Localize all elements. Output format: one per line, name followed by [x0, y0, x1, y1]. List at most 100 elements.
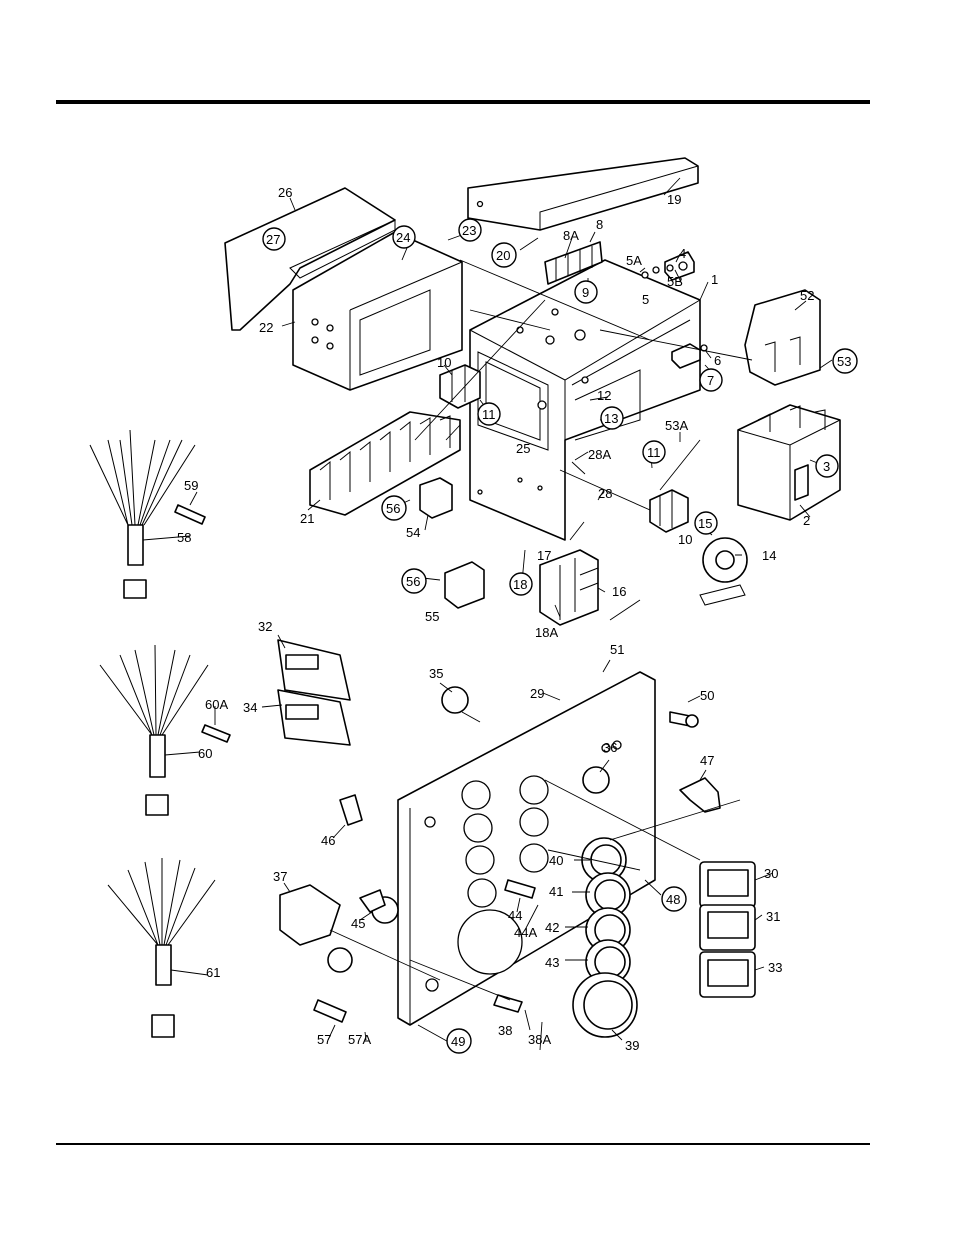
callout-13: 13	[604, 411, 618, 426]
callout-58: 58	[177, 530, 191, 545]
callout-56-lower: 56	[406, 574, 420, 589]
callout-52: 52	[800, 288, 814, 303]
indicator-38	[494, 995, 522, 1012]
bracket-47	[680, 778, 720, 812]
callout-5B: 5B	[667, 274, 683, 289]
callout-19: 19	[667, 192, 681, 207]
callout-56-upper: 56	[386, 501, 400, 516]
callout-25: 25	[516, 441, 530, 456]
callout-5A: 5A	[626, 253, 642, 268]
callout-5: 5	[642, 292, 649, 307]
callout-53: 53	[837, 354, 851, 369]
callout-27: 27	[266, 232, 280, 247]
callout-8: 8	[596, 217, 603, 232]
footer-rule	[56, 1143, 870, 1145]
callout-30: 30	[764, 866, 778, 881]
callout-1: 1	[711, 272, 718, 287]
callout-26: 26	[278, 185, 292, 200]
callout-4: 4	[679, 246, 686, 261]
callout-48: 48	[666, 892, 680, 907]
callout-10-right: 10	[678, 532, 692, 547]
callout-6: 6	[714, 353, 721, 368]
toggle-switch-46	[340, 795, 362, 825]
callout-51: 51	[610, 642, 624, 657]
callout-11-right: 11	[647, 445, 661, 460]
callout-22: 22	[259, 320, 273, 335]
relay-10-right	[650, 490, 688, 532]
callout-42: 42	[545, 920, 559, 935]
switch-36	[583, 767, 609, 793]
callout-57: 57	[317, 1032, 331, 1047]
callout-23: 23	[462, 223, 476, 238]
relay-55	[445, 562, 484, 608]
callout-8A: 8A	[563, 228, 579, 243]
relay-54	[420, 478, 452, 518]
hour-meter-32	[278, 640, 350, 700]
fuse-60A	[202, 725, 230, 742]
top-cover-19	[468, 158, 698, 230]
knob-50	[670, 712, 698, 727]
callout-47: 47	[700, 753, 714, 768]
indicator-57	[314, 1000, 346, 1022]
callout-17: 17	[537, 548, 551, 563]
callout-20: 20	[496, 248, 510, 263]
callout-7: 7	[707, 373, 714, 388]
callout-38: 38	[498, 1023, 512, 1038]
callout-50: 50	[700, 688, 714, 703]
gauge-39	[573, 973, 637, 1037]
callout-28: 28	[598, 486, 612, 501]
callout-45: 45	[351, 916, 365, 931]
callout-18A: 18A	[535, 625, 558, 640]
callout-41: 41	[549, 884, 563, 899]
callout-24: 24	[396, 230, 410, 245]
callout-9: 9	[582, 285, 589, 300]
callout-14: 14	[762, 548, 776, 563]
callout-39: 39	[625, 1038, 639, 1053]
lamp-45	[360, 890, 398, 923]
callout-61: 61	[206, 965, 220, 980]
callout-31: 31	[766, 909, 780, 924]
callout-10-left: 10	[437, 355, 451, 370]
callout-57A: 57A	[348, 1032, 371, 1047]
callout-11-left: 11	[482, 407, 496, 422]
callout-53A: 53A	[665, 418, 688, 433]
relay-10-left	[440, 365, 480, 408]
callout-36: 36	[603, 740, 617, 755]
callout-59: 59	[184, 478, 198, 493]
callout-32: 32	[258, 619, 272, 634]
callout-38A: 38A	[528, 1032, 551, 1047]
callout-21: 21	[300, 511, 314, 526]
callout-3: 3	[823, 459, 830, 474]
meter-30	[700, 862, 755, 907]
potentiometer-35	[442, 687, 480, 722]
callout-60: 60	[198, 746, 212, 761]
callout-44A: 44A	[514, 925, 537, 940]
fuse-59	[175, 505, 205, 524]
callout-46: 46	[321, 833, 335, 848]
callout-54: 54	[406, 525, 420, 540]
callout-2: 2	[803, 513, 810, 528]
callout-40: 40	[549, 853, 563, 868]
callout-49: 49	[451, 1034, 465, 1049]
callout-44: 44	[508, 908, 522, 923]
callout-37: 37	[273, 869, 287, 884]
callout-28A: 28A	[588, 447, 611, 462]
callout-18: 18	[513, 577, 527, 592]
callout-15: 15	[698, 516, 712, 531]
current-transformer-14	[700, 538, 747, 605]
callout-55: 55	[425, 609, 439, 624]
ignition-switch-37	[280, 885, 352, 972]
callout-60A: 60A	[205, 697, 228, 712]
callout-12: 12	[597, 388, 611, 403]
meter-33	[700, 952, 755, 997]
wire-harness-60	[100, 645, 208, 815]
callout-34: 34	[243, 700, 257, 715]
callout-43: 43	[545, 955, 559, 970]
callout-29: 29	[530, 686, 544, 701]
meter-31	[700, 905, 755, 950]
callout-35: 35	[429, 666, 443, 681]
wire-harness-61	[108, 858, 215, 1037]
callout-33: 33	[768, 960, 782, 975]
callout-16: 16	[612, 584, 626, 599]
